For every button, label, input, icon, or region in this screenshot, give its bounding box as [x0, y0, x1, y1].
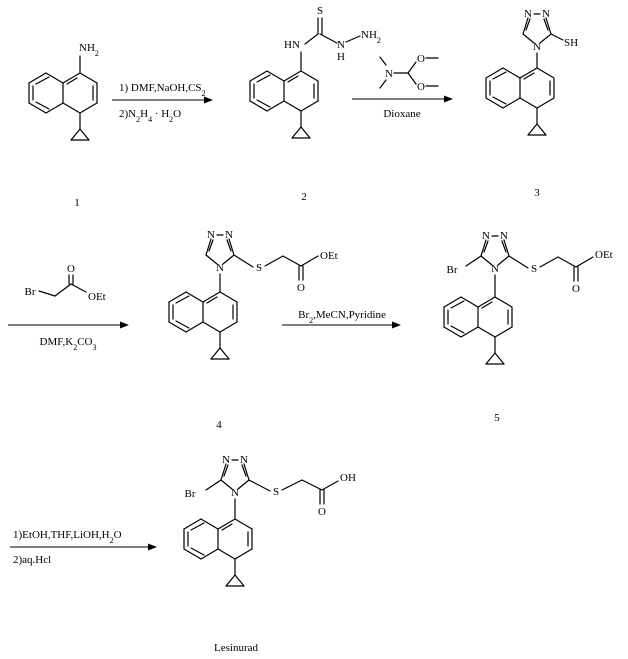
atom-n1: N	[207, 229, 215, 241]
compound-label: Lesinurad	[214, 642, 258, 654]
condition-below: Dioxane	[383, 108, 420, 120]
condition-below: 2)aq.Hcl	[13, 554, 51, 566]
reagent-ethyl-bromoacetate: Br O OEt	[25, 263, 106, 303]
reaction-step-1: 1) DMF,NaOH,CS2 2)N2H4 · H2O	[112, 82, 213, 124]
compound-label: 1	[74, 197, 80, 209]
atom-o: O	[572, 283, 580, 295]
reagent-dmf-dma: N O O	[379, 53, 439, 93]
atom-h: H	[337, 51, 345, 63]
atom-s: S	[531, 263, 537, 275]
condition-above: 1)EtOH,THF,LiOH,H2O	[13, 529, 122, 545]
atom-oet: OEt	[595, 249, 613, 261]
compound-label: 5	[494, 412, 500, 424]
atom-nh: N	[337, 39, 345, 51]
atom-oet: OEt	[88, 291, 106, 303]
compound-1: NH2 1	[28, 42, 99, 209]
atom-n2: N	[500, 230, 508, 242]
compound-4: N N N S O OEt 4	[168, 229, 338, 431]
atom-o: O	[318, 506, 326, 518]
atom-s: S	[317, 5, 323, 17]
atom-oet: OEt	[320, 250, 338, 262]
compound-3: N N N SH 3	[485, 8, 578, 199]
atom-o: O	[297, 282, 305, 294]
reaction-step-5: 1)EtOH,THF,LiOH,H2O 2)aq.Hcl	[10, 529, 157, 566]
reaction-step-4: Br2,MeCN,Pyridine	[282, 309, 401, 329]
atom-n1: N	[482, 230, 490, 242]
condition-above: Br2,MeCN,Pyridine	[298, 309, 386, 325]
atom-n4: N	[216, 262, 224, 274]
compound-2: HN S N H NH2 2	[249, 5, 381, 203]
compound-label: 2	[301, 191, 307, 203]
atom-s: S	[273, 486, 279, 498]
reaction-step-3: DMF,K2CO3	[8, 321, 129, 352]
compound-label: 4	[216, 419, 222, 431]
atom-br: Br	[185, 488, 196, 500]
atom-nh2: NH2	[79, 42, 99, 58]
atom-n: N	[385, 68, 393, 80]
atom-oh: OH	[340, 472, 356, 484]
atom-n2: N	[240, 454, 248, 466]
atom-n4: N	[491, 263, 499, 275]
atom-sh: SH	[564, 37, 578, 49]
atom-hn: HN	[284, 39, 300, 51]
condition-above: 1) DMF,NaOH,CS2	[119, 82, 206, 98]
atom-n2: N	[225, 229, 233, 241]
atom-o1: O	[417, 53, 425, 65]
atom-br: Br	[447, 264, 458, 276]
atom-nh2: NH2	[361, 29, 381, 45]
compound-5: N N N Br S O OEt 5	[443, 230, 613, 424]
compound-label: 3	[534, 187, 540, 199]
condition-below: DMF,K2CO3	[40, 336, 97, 352]
condition-below: 2)N2H4 · H2O	[119, 108, 181, 124]
compound-lesinurad: N N N Br S O OH Lesinurad	[183, 454, 356, 654]
atom-s: S	[256, 262, 262, 274]
atom-n1: N	[222, 454, 230, 466]
atom-n1: N	[524, 8, 532, 20]
atom-br: Br	[25, 286, 36, 298]
atom-o: O	[67, 263, 75, 275]
atom-n4: N	[231, 487, 239, 499]
atom-n2: N	[542, 8, 550, 20]
atom-n4: N	[533, 41, 541, 53]
reaction-step-2: Dioxane	[352, 95, 453, 120]
atom-o2: O	[417, 81, 425, 93]
